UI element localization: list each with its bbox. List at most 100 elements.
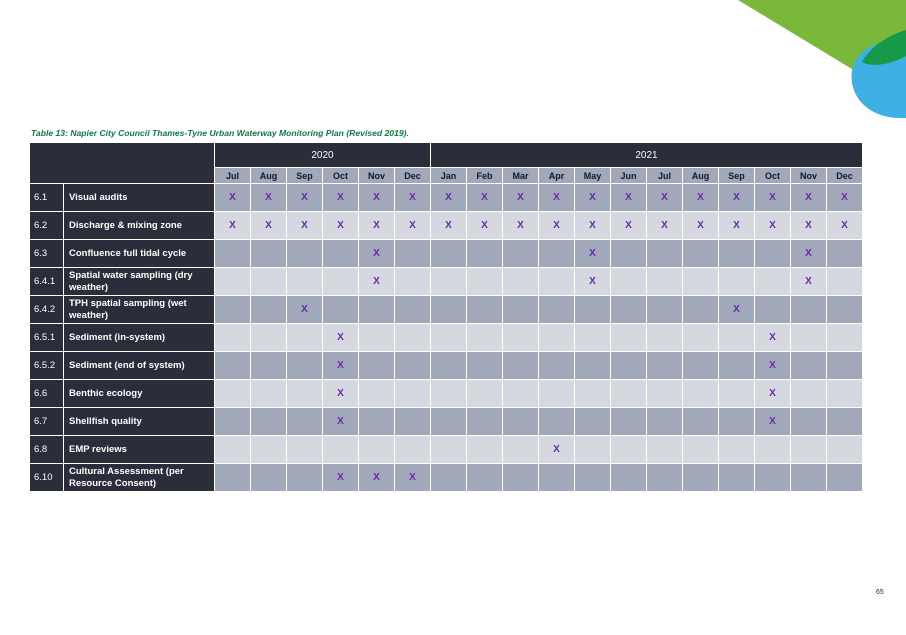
schedule-cell bbox=[503, 436, 538, 463]
schedule-cell bbox=[287, 352, 322, 379]
schedule-cell bbox=[251, 408, 286, 435]
schedule-cell bbox=[683, 240, 718, 267]
schedule-cell bbox=[611, 324, 646, 351]
schedule-cell bbox=[431, 464, 466, 491]
schedule-cell bbox=[287, 380, 322, 407]
schedule-cell bbox=[827, 380, 862, 407]
schedule-cell bbox=[323, 296, 358, 323]
schedule-cell bbox=[683, 408, 718, 435]
schedule-mark: X bbox=[215, 212, 250, 239]
row-number: 6.1 bbox=[30, 184, 63, 211]
schedule-mark: X bbox=[611, 184, 646, 211]
month-header: Jul bbox=[215, 168, 250, 183]
schedule-cell bbox=[647, 296, 682, 323]
schedule-cell bbox=[683, 324, 718, 351]
schedule-mark: X bbox=[755, 352, 790, 379]
schedule-mark: X bbox=[791, 268, 826, 295]
schedule-cell bbox=[287, 268, 322, 295]
schedule-cell bbox=[503, 352, 538, 379]
month-header: Jul bbox=[647, 168, 682, 183]
row-label: Spatial water sampling (dry weather) bbox=[64, 268, 214, 295]
schedule-cell bbox=[431, 380, 466, 407]
schedule-cell bbox=[431, 240, 466, 267]
schedule-cell bbox=[395, 240, 430, 267]
schedule-mark: X bbox=[323, 212, 358, 239]
schedule-cell bbox=[467, 240, 502, 267]
schedule-mark: X bbox=[827, 212, 862, 239]
schedule-cell bbox=[575, 380, 610, 407]
schedule-cell bbox=[791, 296, 826, 323]
row-label: Sediment (end of system) bbox=[64, 352, 214, 379]
schedule-cell bbox=[431, 268, 466, 295]
row-number: 6.10 bbox=[30, 464, 63, 491]
schedule-cell bbox=[539, 240, 574, 267]
schedule-cell bbox=[647, 408, 682, 435]
schedule-cell bbox=[611, 240, 646, 267]
schedule-cell bbox=[539, 324, 574, 351]
schedule-mark: X bbox=[539, 212, 574, 239]
month-header: Mar bbox=[503, 168, 538, 183]
schedule-cell bbox=[287, 324, 322, 351]
schedule-cell bbox=[539, 268, 574, 295]
schedule-cell bbox=[539, 352, 574, 379]
schedule-cell bbox=[503, 380, 538, 407]
schedule-cell bbox=[611, 352, 646, 379]
schedule-cell bbox=[323, 240, 358, 267]
row-label: Confluence full tidal cycle bbox=[64, 240, 214, 267]
schedule-mark: X bbox=[287, 212, 322, 239]
schedule-cell bbox=[539, 380, 574, 407]
schedule-cell bbox=[683, 352, 718, 379]
schedule-mark: X bbox=[287, 184, 322, 211]
schedule-cell bbox=[251, 240, 286, 267]
schedule-cell bbox=[215, 296, 250, 323]
schedule-cell bbox=[647, 464, 682, 491]
schedule-mark: X bbox=[359, 184, 394, 211]
schedule-mark: X bbox=[323, 464, 358, 491]
schedule-cell bbox=[827, 408, 862, 435]
schedule-mark: X bbox=[755, 324, 790, 351]
schedule-cell bbox=[827, 464, 862, 491]
schedule-cell bbox=[755, 436, 790, 463]
schedule-cell bbox=[287, 240, 322, 267]
schedule-cell bbox=[539, 408, 574, 435]
schedule-mark: X bbox=[359, 464, 394, 491]
schedule-cell bbox=[251, 296, 286, 323]
schedule-cell bbox=[575, 324, 610, 351]
dark-green-leaf-shape bbox=[862, 30, 906, 65]
schedule-cell bbox=[719, 324, 754, 351]
schedule-mark: X bbox=[323, 352, 358, 379]
schedule-cell bbox=[791, 436, 826, 463]
year-header-2021: 2021 bbox=[431, 143, 862, 167]
schedule-cell bbox=[719, 464, 754, 491]
schedule-mark: X bbox=[323, 184, 358, 211]
schedule-cell bbox=[215, 436, 250, 463]
schedule-cell bbox=[467, 296, 502, 323]
schedule-cell bbox=[647, 352, 682, 379]
schedule-cell bbox=[647, 324, 682, 351]
schedule-cell bbox=[503, 240, 538, 267]
schedule-cell bbox=[575, 352, 610, 379]
schedule-mark: X bbox=[791, 240, 826, 267]
month-header: Oct bbox=[323, 168, 358, 183]
month-header: Feb bbox=[467, 168, 502, 183]
schedule-cell bbox=[575, 296, 610, 323]
schedule-mark: X bbox=[395, 184, 430, 211]
row-number: 6.4.2 bbox=[30, 296, 63, 323]
schedule-cell bbox=[683, 380, 718, 407]
schedule-cell bbox=[683, 464, 718, 491]
schedule-cell bbox=[827, 352, 862, 379]
schedule-mark: X bbox=[791, 184, 826, 211]
schedule-cell bbox=[215, 464, 250, 491]
month-header: Aug bbox=[683, 168, 718, 183]
schedule-cell bbox=[611, 464, 646, 491]
schedule-mark: X bbox=[683, 184, 718, 211]
month-header: Dec bbox=[395, 168, 430, 183]
schedule-cell bbox=[215, 408, 250, 435]
schedule-cell bbox=[395, 408, 430, 435]
schedule-cell bbox=[251, 352, 286, 379]
schedule-cell bbox=[467, 464, 502, 491]
schedule-cell bbox=[467, 352, 502, 379]
schedule-cell bbox=[359, 436, 394, 463]
schedule-mark: X bbox=[719, 212, 754, 239]
schedule-cell bbox=[251, 268, 286, 295]
